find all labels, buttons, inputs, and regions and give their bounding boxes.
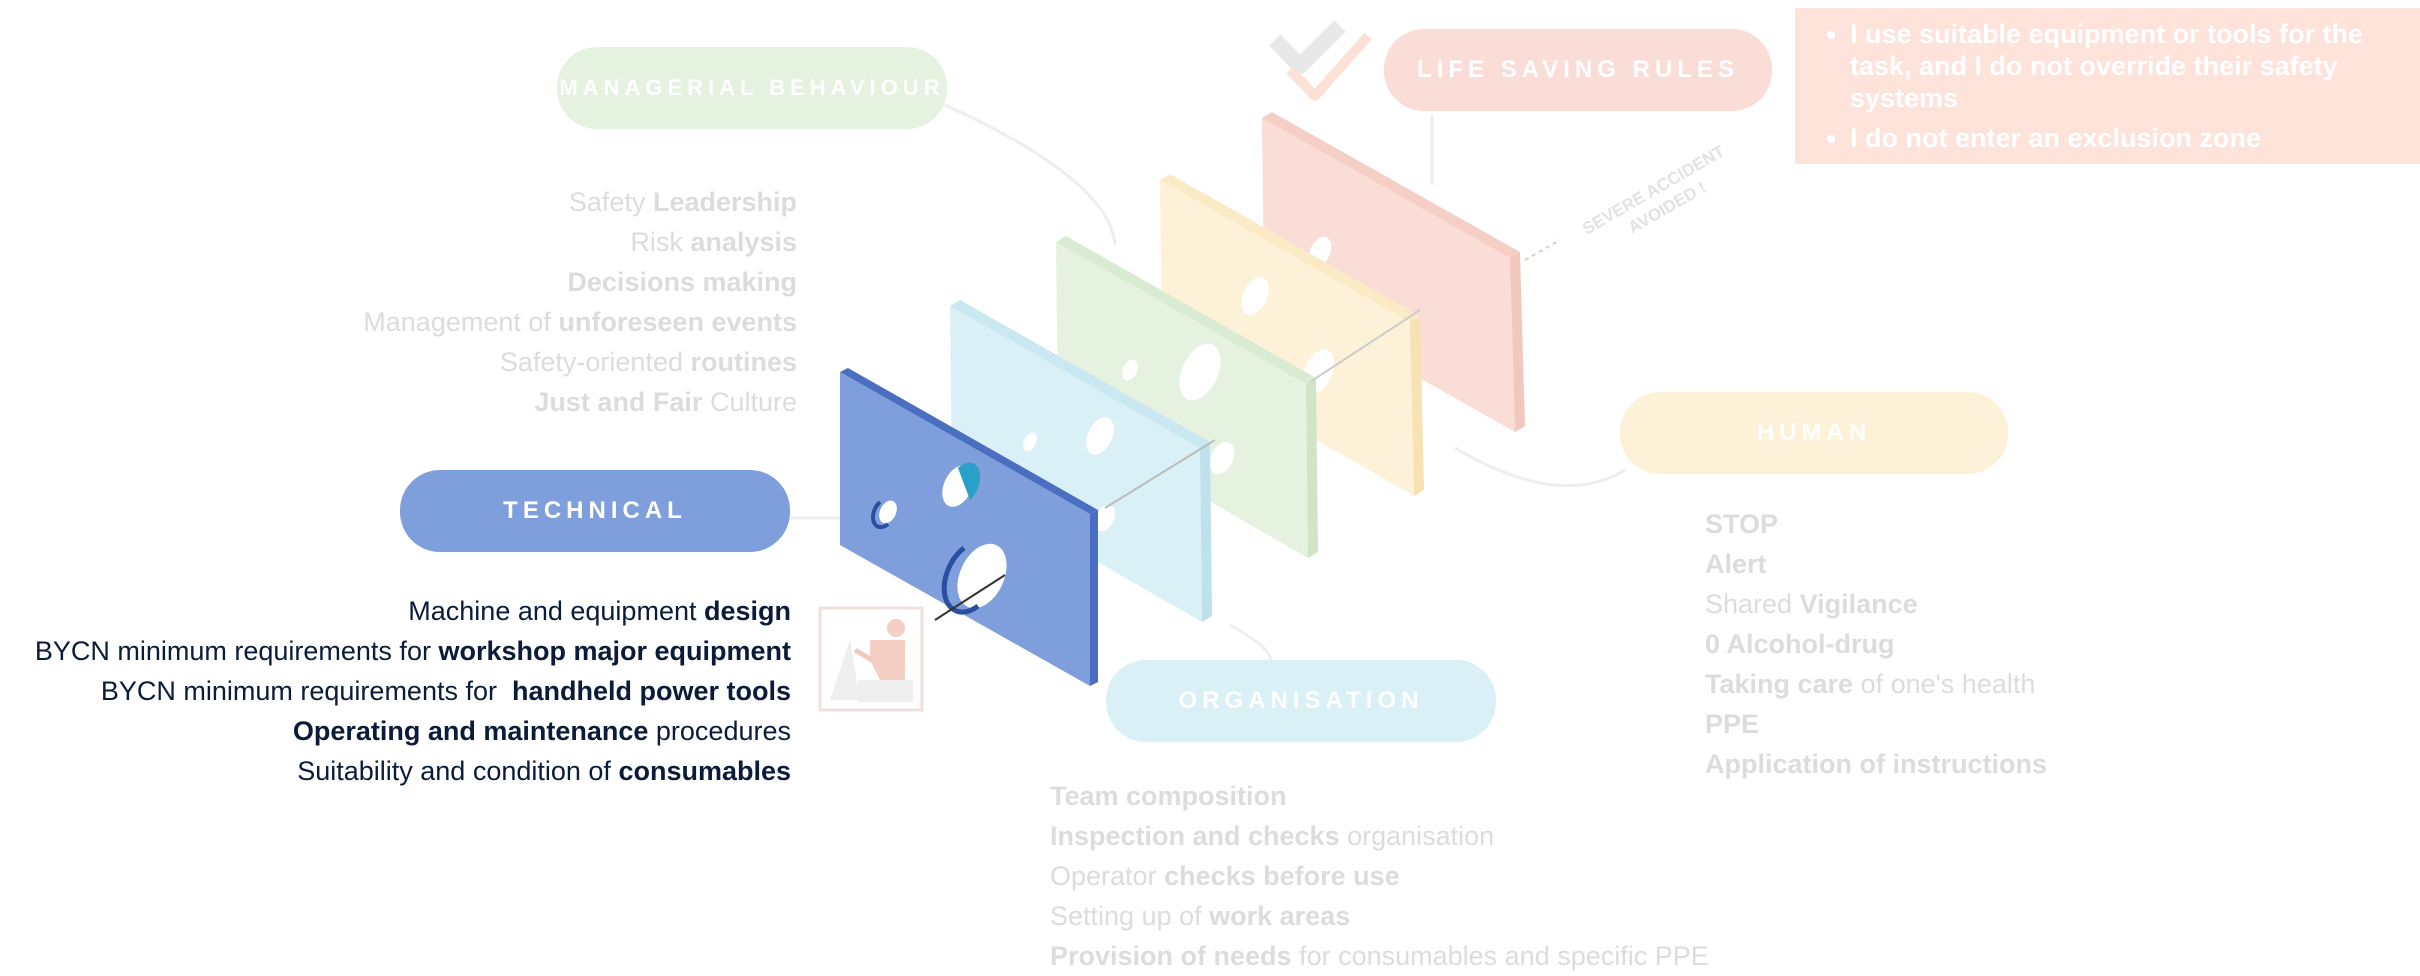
technical-list: Machine and equipment design BYCN minimu…: [35, 591, 791, 791]
accident-trajectory: [934, 239, 1561, 621]
life-saving-rule: I do not enter an exclusion zone: [1850, 122, 2420, 154]
organisation-connector: [1229, 623, 1272, 663]
list-item: Safety-oriented routines: [499, 347, 797, 377]
severe-accident-label: SEVERE ACCIDENT AVOIDED !: [1579, 141, 1728, 238]
list-item: BYCN minimum requirements for handheld p…: [100, 676, 791, 706]
checkmark-logo-icon: [1269, 20, 1372, 101]
managerial-list: Safety Leadership Risk analysis Decision…: [363, 182, 797, 422]
human-pill: HUMAN: [1620, 392, 2008, 474]
list-item: 0 Alcohol-drug: [1705, 629, 1895, 659]
list-item: Application of instructions: [1705, 749, 2047, 779]
list-item: Safety Leadership: [568, 187, 797, 217]
list-item: Shared Vigilance: [1705, 589, 1918, 619]
list-item: Inspection and checks organisation: [1050, 821, 1495, 851]
list-item: Provision of needs for consumables and s…: [1050, 941, 1709, 971]
list-item: Alert: [1705, 549, 1767, 579]
human-plate: [1160, 174, 1424, 496]
organisation-plate: [950, 300, 1212, 622]
life-saving-rule: I use suitable equipment or tools for th…: [1850, 18, 2420, 114]
human-list: STOP Alert Shared Vigilance 0 Alcohol-dr…: [1705, 504, 2047, 784]
life-saving-rules-pill: LIFE SAVING RULES: [1384, 29, 1772, 111]
managerial-behaviour-pill: MANAGERIAL BEHAVIOUR: [557, 47, 947, 129]
list-item: Just and Fair Culture: [534, 387, 797, 417]
technical-pill: TECHNICAL: [400, 470, 790, 552]
organisation-list: Team composition Inspection and checks o…: [1050, 776, 1709, 976]
list-item: Operating and maintenance procedures: [292, 716, 791, 746]
life-saving-rules-banner: I use suitable equipment or tools for th…: [1795, 8, 2420, 164]
list-item: Taking care of one's health: [1705, 669, 2036, 699]
managerial-plate: [1056, 236, 1318, 558]
list-item: PPE: [1705, 709, 1760, 739]
list-item: Suitability and condition of consumables: [297, 756, 791, 786]
list-item: STOP: [1705, 509, 1779, 539]
list-item: Decisions making: [567, 267, 797, 297]
list-item: Team composition: [1050, 781, 1287, 811]
managerial-connector: [944, 103, 1117, 246]
organisation-pill: ORGANISATION: [1106, 660, 1496, 742]
human-connector: [1454, 446, 1626, 488]
list-item: Machine and equipment design: [408, 596, 791, 626]
list-item: Setting up of work areas: [1050, 901, 1351, 931]
list-item: Operator checks before use: [1050, 861, 1400, 891]
list-item: Risk analysis: [630, 227, 797, 257]
grinding-worker-icon: [818, 606, 924, 712]
list-item: BYCN minimum requirements for workshop m…: [34, 636, 791, 666]
technical-plate: [840, 368, 1098, 686]
list-item: Management of unforeseen events: [363, 307, 797, 337]
